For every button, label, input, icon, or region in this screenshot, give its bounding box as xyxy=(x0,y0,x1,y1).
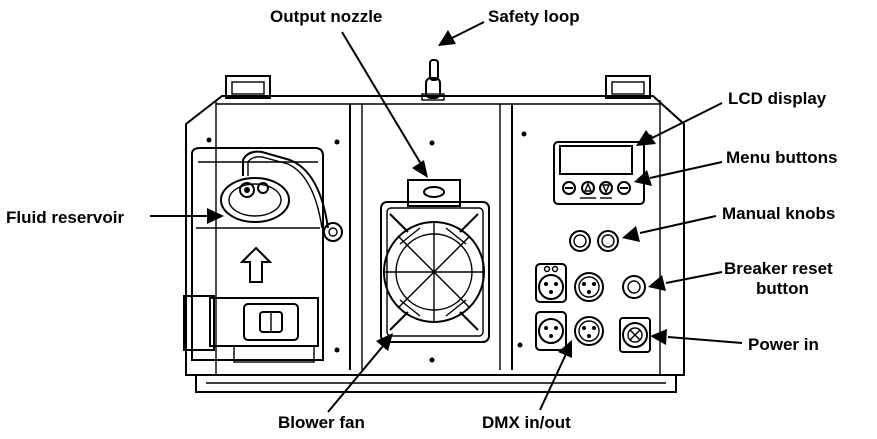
label-output-nozzle: Output nozzle xyxy=(270,7,382,26)
label-fluid-reservoir: Fluid reservoir xyxy=(6,208,124,227)
label-breaker-reset-line2: button xyxy=(756,279,809,298)
label-power-in: Power in xyxy=(748,335,819,354)
menu-buttons xyxy=(562,181,631,199)
arrow-up-icon xyxy=(239,246,273,283)
fluid-reservoir xyxy=(183,147,343,363)
housing-outline xyxy=(185,95,685,376)
triangle-up-icon xyxy=(583,182,593,192)
output-nozzle xyxy=(407,179,461,207)
blower-fan xyxy=(380,179,490,343)
callout-labels: Output nozzle Safety loop LCD display Me… xyxy=(6,7,837,432)
label-manual-knobs: Manual knobs xyxy=(722,204,835,223)
manual-knobs xyxy=(569,230,619,252)
lcd-display xyxy=(559,145,633,175)
label-lcd-display: LCD display xyxy=(728,89,827,108)
label-menu-buttons: Menu buttons xyxy=(726,148,837,167)
machine-body xyxy=(185,59,685,393)
dmx-connectors xyxy=(535,263,604,351)
triangle-down-icon xyxy=(601,184,611,194)
right-top-handle xyxy=(605,75,651,99)
label-breaker-reset-line1: Breaker reset xyxy=(724,259,833,278)
left-top-handle xyxy=(225,75,271,99)
control-panel xyxy=(535,141,651,353)
label-blower-fan: Blower fan xyxy=(278,413,365,432)
label-safety-loop: Safety loop xyxy=(488,7,580,26)
breaker-reset-button xyxy=(622,275,646,299)
base-feet xyxy=(195,375,677,393)
label-dmx-in-out: DMX in/out xyxy=(482,413,571,432)
safety-loop xyxy=(421,59,445,101)
callout-arrows xyxy=(150,21,743,413)
power-in-socket xyxy=(619,317,651,353)
